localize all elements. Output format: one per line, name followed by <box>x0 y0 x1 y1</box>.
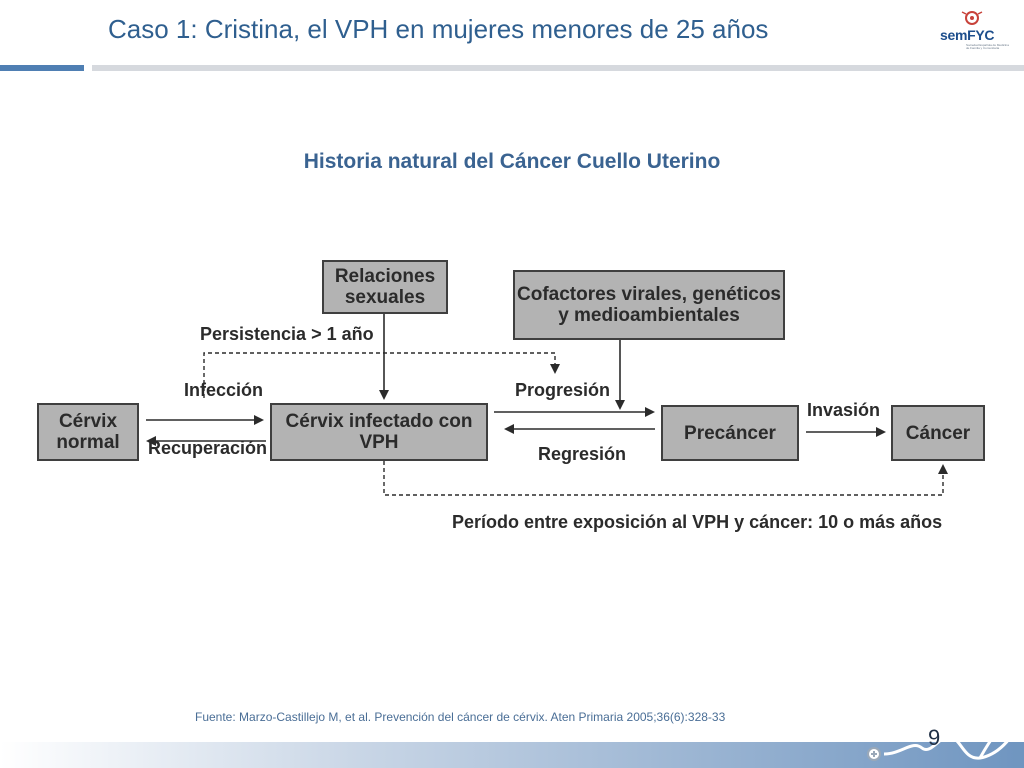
node-cofactores: Cofactores virales, genéticos y medioamb… <box>513 270 785 340</box>
node-cervix-normal: Cérvix normal <box>37 403 139 461</box>
page-number: 9 <box>928 725 941 750</box>
diagram-title: Historia natural del Cáncer Cuello Uteri… <box>303 150 721 173</box>
source-citation: Fuente: Marzo-Castillejo M, et al. Preve… <box>195 710 726 724</box>
logo-text: semFYC <box>940 27 995 43</box>
node-cancer: Cáncer <box>891 405 985 461</box>
footer-bar <box>0 742 1024 768</box>
header-rule <box>92 65 1024 71</box>
label-regresion: Regresión <box>538 444 627 464</box>
header-rule-accent <box>0 65 84 71</box>
logo-subtext: Sociedad Española de Medicina de Familia… <box>966 43 1009 50</box>
label-invasion: Invasión <box>807 400 881 420</box>
logo-icon <box>961 11 983 25</box>
node-cervix-infectado: Cérvix infectado con VPH <box>270 403 488 461</box>
label-infeccion: Infección <box>184 380 264 400</box>
slide-title: Caso 1: Cristina, el VPH en mujeres meno… <box>108 14 769 44</box>
label-progresion: Progresión <box>515 380 611 400</box>
node-relaciones-sexuales: Relaciones sexuales <box>322 260 448 314</box>
semfyc-logo: semFYC Sociedad Española de Medicina de … <box>936 10 1014 54</box>
label-periodo: Período entre exposición al VPH y cáncer… <box>452 512 943 532</box>
stethoscope-icon <box>867 710 1022 761</box>
label-recuperacion: Recuperación <box>148 438 268 458</box>
label-persistencia: Persistencia > 1 año <box>200 324 374 344</box>
node-precancer: Precáncer <box>661 405 799 461</box>
